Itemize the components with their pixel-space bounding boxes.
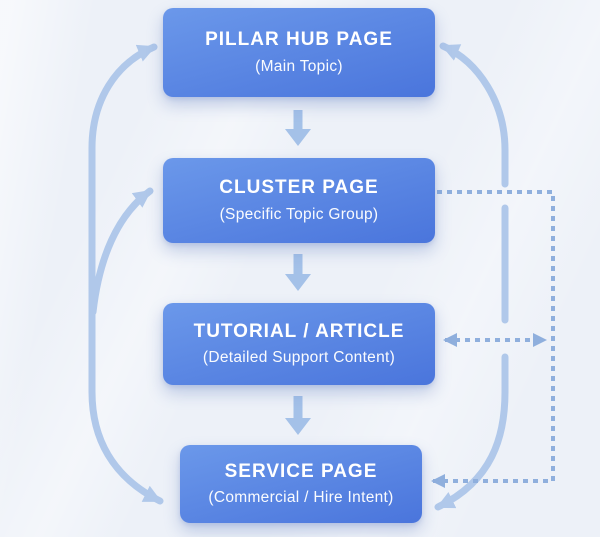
node-title: PILLAR HUB PAGE [205, 29, 393, 51]
node-title: SERVICE PAGE [224, 460, 378, 482]
node-pillar-hub-page: PILLAR HUB PAGE (Main Topic) [163, 8, 435, 97]
node-subtitle: (Specific Topic Group) [219, 205, 379, 223]
node-subtitle: (Main Topic) [255, 57, 343, 75]
curved-arrow-right-pillar-service [438, 46, 509, 507]
curved-arrow-left-service-pillar [88, 43, 164, 505]
node-cluster-page: CLUSTER PAGE (Specific Topic Group) [163, 158, 435, 243]
dashed-elbow-cluster-to-service [431, 190, 555, 488]
node-service-page: SERVICE PAGE (Commercial / Hire Intent) [180, 445, 422, 523]
node-subtitle: (Detailed Support Content) [202, 349, 396, 367]
node-title: CLUSTER PAGE [219, 177, 379, 199]
node-subtitle: (Commercial / Hire Intent) [208, 489, 394, 507]
node-tutorial-article: TUTORIAL / ARTICLE (Detailed Support Con… [163, 303, 435, 385]
curved-arrow-left-service-cluster [89, 187, 154, 316]
node-title: TUTORIAL / ARTICLE [193, 320, 405, 342]
